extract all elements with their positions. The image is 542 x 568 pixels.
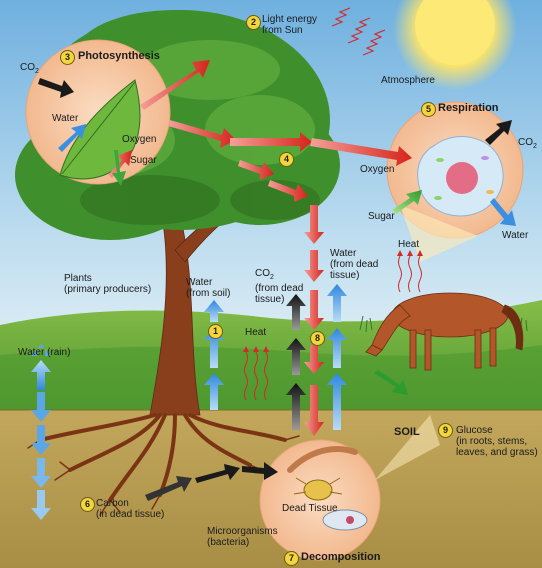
badge-1: 1: [208, 324, 223, 339]
water-dead-label: Water (from dead tissue): [330, 248, 378, 281]
badge-5: 5: [421, 102, 436, 117]
glucose-label: Glucose (in roots, stems, leaves, and gr…: [456, 425, 538, 458]
respiration-title: Respiration: [438, 103, 499, 114]
carbon-label: Carbon (in dead tissue): [96, 498, 164, 520]
oxygen-cell-label: Oxygen: [360, 164, 394, 175]
water-leaf-label: Water: [52, 113, 78, 124]
badge-3: 3: [60, 50, 75, 65]
oxygen-leaf-label: Oxygen: [122, 134, 156, 145]
co2-cell-label: CO2: [518, 137, 537, 152]
cell-nucleus: [446, 162, 478, 194]
mite: [304, 480, 332, 500]
water-soil-label: Water (from soil): [186, 277, 230, 299]
sugar-leaf-label: Sugar: [130, 155, 157, 166]
light-energy-label: Light energy from Sun: [262, 14, 317, 36]
water-rain-label: Water (rain): [18, 347, 70, 358]
microorganisms-label: Microorganisms (bacteria): [207, 526, 278, 548]
sugar-cell-label: Sugar: [368, 211, 395, 222]
co2-dead-label: CO2(from dead tissue): [255, 268, 303, 305]
heat-center-label: Heat: [245, 327, 266, 338]
badge-7: 7: [284, 551, 299, 566]
badge-6: 6: [80, 497, 95, 512]
photosynthesis-title: Photosynthesis: [78, 51, 160, 62]
badge-4: 4: [279, 152, 294, 167]
decomposition-title: Decomposition: [301, 552, 380, 563]
grass-field-front: [0, 345, 542, 410]
water-cell-label: Water: [502, 230, 528, 241]
heat-horse-label: Heat: [398, 239, 419, 250]
bacterium-nucleus: [346, 516, 354, 524]
dead-tissue-label: Dead Tissue: [282, 503, 338, 514]
badge-2: 2: [246, 15, 261, 30]
plants-label: Plants (primary producers): [64, 273, 151, 295]
soil-label: SOIL: [394, 427, 420, 438]
co2-left-label: CO2: [20, 62, 39, 77]
badge-8: 8: [310, 331, 325, 346]
atmosphere-label: Atmosphere: [381, 75, 435, 86]
badge-9: 9: [438, 423, 453, 438]
